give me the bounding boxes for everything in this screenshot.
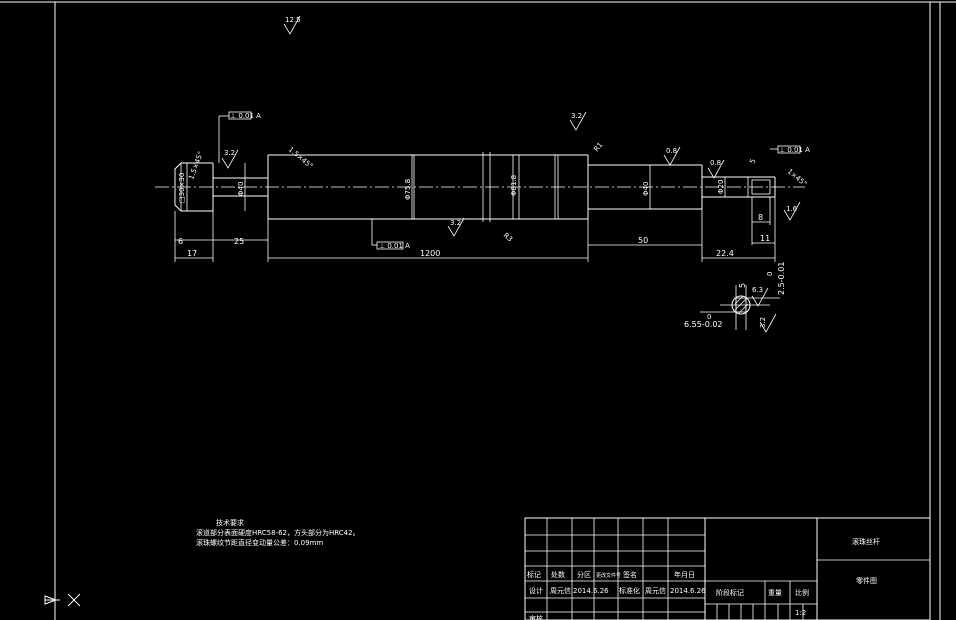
dim-chamfer-main: 1.5×45° (287, 145, 315, 170)
tb-std-label: 标准化 (619, 586, 640, 595)
roughness-bottom-mid: 3.2 (450, 219, 461, 227)
tb-review-label: 审核 (529, 614, 543, 620)
tolerance-frames: ⊥ 0.01 A ⊥ 0.01 A ⊥ 0.01 A (218, 111, 810, 250)
dim-r3: R3 (502, 231, 514, 243)
dim-25: 25 (234, 237, 244, 246)
tb-scale-label: 比例 (795, 588, 809, 597)
roughness-symbols: 12.5 3.2 3.2 0.8 0.8 1.6 3.2 (221, 15, 801, 237)
roughness-section-a: 6.3 (752, 286, 763, 294)
key-section-view: 6.55-0.02 0 2.5-0.01 0 5 6.3 3.2 (684, 262, 786, 333)
tb-part-name: 滚珠丝杆 (852, 537, 880, 546)
dim-chamfer-left: 1.5×45° (187, 150, 205, 180)
tb-drawing-type: 零件图 (856, 576, 877, 585)
tb-design-date: 2014.6.26 (573, 587, 609, 595)
roughness-right-b: 0.8 (710, 159, 721, 167)
dim-6: 6 (178, 237, 183, 246)
tb-label-nianyueri: 年月日 (674, 570, 695, 579)
tb-designer: 周元信 (550, 586, 571, 595)
dim-22-4: 22.4 (716, 249, 734, 258)
tb-std-date: 2014.6.26 (670, 587, 706, 595)
dim-r-small: 5 (748, 158, 757, 165)
dimension-lines (174, 155, 776, 262)
tb-label-chushu: 处数 (551, 570, 565, 579)
technical-requirements: 技术要求 滚道部分表面硬度HRC58-62，方头部分为HRC42。 滚珠螺纹节距… (196, 518, 360, 548)
tb-label-biaoji: 标记 (527, 570, 541, 579)
dim-1200: 1200 (420, 249, 440, 258)
section-dim-25: 2.5-0.01 (777, 262, 786, 295)
notes-heading: 技术要求 (216, 519, 244, 527)
roughness-top: 12.5 (285, 16, 301, 24)
dim-11: 11 (760, 234, 770, 243)
dim-dia-20: Φ20 (717, 180, 725, 194)
notes-line-2: 滚珠螺纹节距直径变动量公差：0.09mm (196, 539, 324, 547)
tb-stage-label: 阶段标记 (716, 588, 744, 597)
section-dim-655: 6.55-0.02 (684, 320, 723, 329)
dim-50: 50 (638, 236, 648, 245)
dim-r1: R1 (592, 141, 604, 153)
dim-8: 8 (758, 213, 763, 222)
roughness-left: 3.2 (224, 149, 235, 157)
tb-label-fenqu: 分区 (577, 570, 591, 579)
title-block: 标记 处数 分区 更改文件号 签名 年月日 设计 周元信 2014.6.26 标… (524, 517, 931, 620)
tb-std-person: 周元信 (645, 586, 666, 595)
dim-square: □30×30 (178, 173, 186, 203)
tb-label-qianming: 签名 (623, 570, 637, 579)
section-dim-655-zero: 0 (707, 313, 711, 321)
roughness-right-c: 1.6 (786, 205, 798, 213)
dim-17: 17 (187, 249, 197, 258)
tb-design-label: 设计 (529, 586, 543, 595)
tb-label-genggai: 更改文件号 (596, 572, 621, 579)
dim-dia-75-8: Φ75.8 (404, 179, 412, 200)
roughness-section-b: 3.2 (759, 317, 767, 328)
tb-scale-value: 1:2 (795, 609, 806, 617)
dim-dia-40-right: Φ40 (642, 182, 650, 196)
shaft-outline (155, 152, 805, 222)
notes-line-1: 滚道部分表面硬度HRC58-62，方头部分为HRC42。 (196, 529, 360, 537)
tolerance-bottom: ⊥ 0.01 A (379, 242, 410, 250)
section-dim-25-zero: 0 (766, 272, 774, 276)
roughness-mid-top: 3.2 (571, 112, 582, 120)
roughness-right-a: 0.8 (666, 147, 677, 155)
dim-dia-40-left: Φ40 (237, 182, 245, 196)
tolerance-right: ⊥ 0.01 A (779, 146, 810, 154)
tb-weight-label: 重量 (768, 589, 782, 597)
dim-dia-81-8: Φ81.8 (510, 175, 518, 196)
ucs-icon (44, 593, 81, 607)
dim-chamfer-right: 1×45° (786, 167, 809, 188)
section-dim-5: 5 (738, 283, 747, 288)
tolerance-left: ⊥ 0.01 A (230, 112, 261, 120)
